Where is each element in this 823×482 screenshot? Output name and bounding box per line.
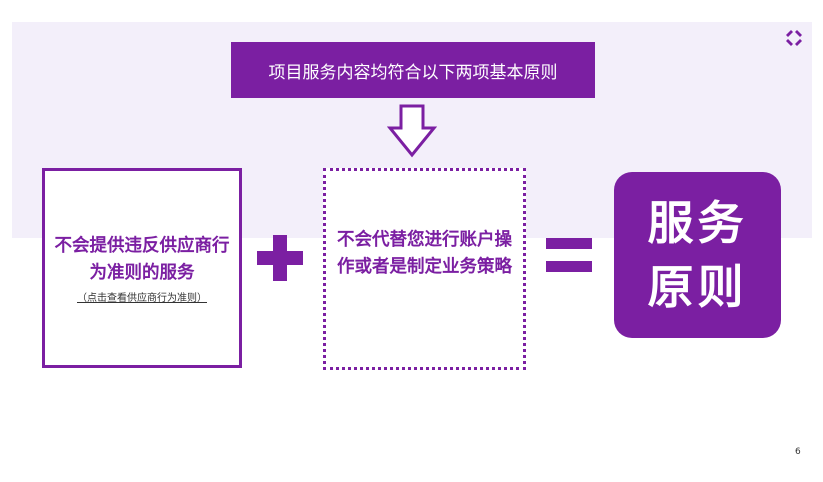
- result-line-1: 服务: [647, 196, 748, 250]
- principles-title: 项目服务内容均符合以下两项基本原则: [231, 42, 595, 98]
- down-arrow-icon: [387, 104, 437, 158]
- service-principle-box: 服务原则: [614, 172, 781, 338]
- supplier-code-link[interactable]: （点击查看供应商行为准则）: [77, 292, 207, 304]
- plus-icon: [257, 235, 303, 281]
- equals-icon: [546, 238, 592, 284]
- principle-2-text: 不会代替您进行账户操作或者是制定业务策略: [337, 230, 512, 277]
- principle-2-box: 不会代替您进行账户操作或者是制定业务策略: [323, 168, 526, 370]
- principle-1-box: 不会提供违反供应商行为准则的服务 （点击查看供应商行为准则）: [42, 168, 242, 368]
- logo-icon: [786, 30, 802, 46]
- page-number: 6: [795, 447, 801, 457]
- principle-1-text: 不会提供违反供应商行为准则的服务: [54, 235, 230, 283]
- result-line-2: 原则: [647, 260, 748, 314]
